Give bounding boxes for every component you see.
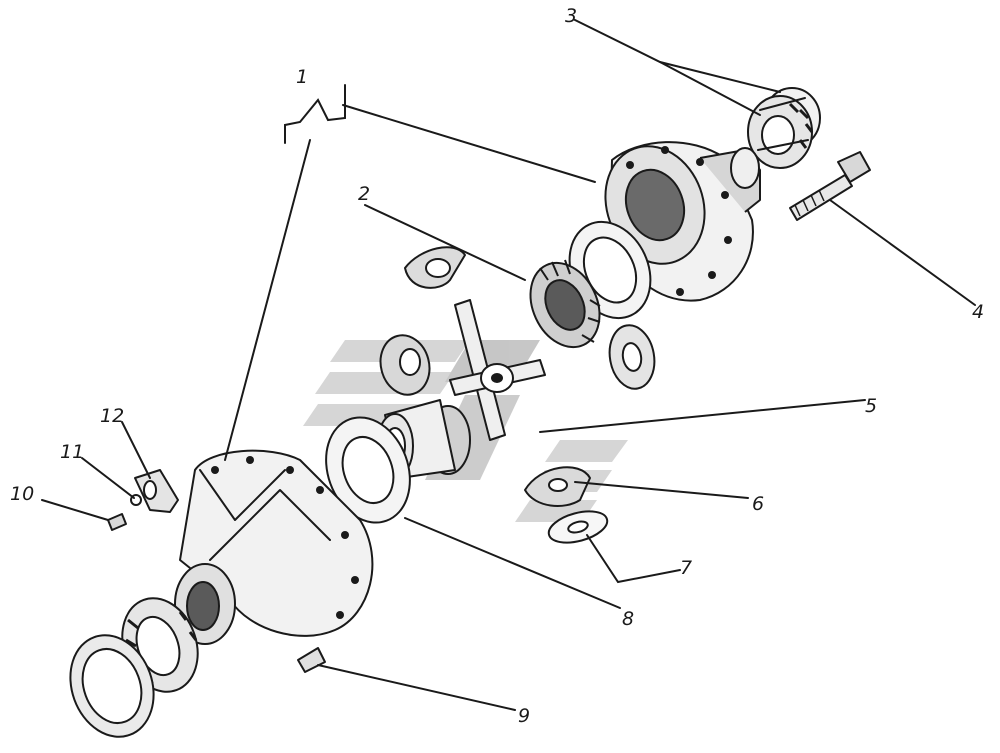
- callout-1: 1: [296, 66, 308, 88]
- bearing-outer-race: [69, 634, 155, 738]
- callout-5: 5: [865, 395, 877, 417]
- callout-4: 4: [972, 301, 984, 323]
- callout-labels: 1 2 3 4 5 6 7 8 9 10 11 12: [10, 5, 984, 727]
- bevel-gear-small: [524, 466, 591, 507]
- callout-3: 3: [565, 5, 577, 27]
- bearing-top: [747, 87, 821, 169]
- bearing-lower: [121, 597, 199, 693]
- side-gear-upper: [529, 220, 652, 349]
- pinion-gear-top-left: [404, 246, 466, 289]
- small-bolt: [107, 513, 127, 531]
- lock-plate: [134, 469, 179, 513]
- case-half-left: [174, 449, 374, 645]
- bolt-bottom: [297, 647, 326, 673]
- callout-11: 11: [60, 441, 84, 463]
- bolt-right: [789, 151, 871, 221]
- callout-7: 7: [680, 557, 692, 579]
- case-half-right: [604, 141, 761, 302]
- callout-12: 12: [100, 405, 124, 427]
- pinion-gear-left: [379, 334, 431, 396]
- callout-10: 10: [10, 483, 34, 505]
- thrust-washer-large: [325, 416, 411, 524]
- pinion-gear-right: [608, 324, 656, 390]
- callout-8: 8: [622, 608, 634, 630]
- callout-2: 2: [358, 183, 370, 205]
- callout-6: 6: [752, 493, 764, 515]
- callout-9: 9: [518, 705, 530, 727]
- leader-lines: [41, 19, 976, 711]
- spider-cross: [449, 299, 546, 441]
- spherical-washer: [547, 510, 609, 544]
